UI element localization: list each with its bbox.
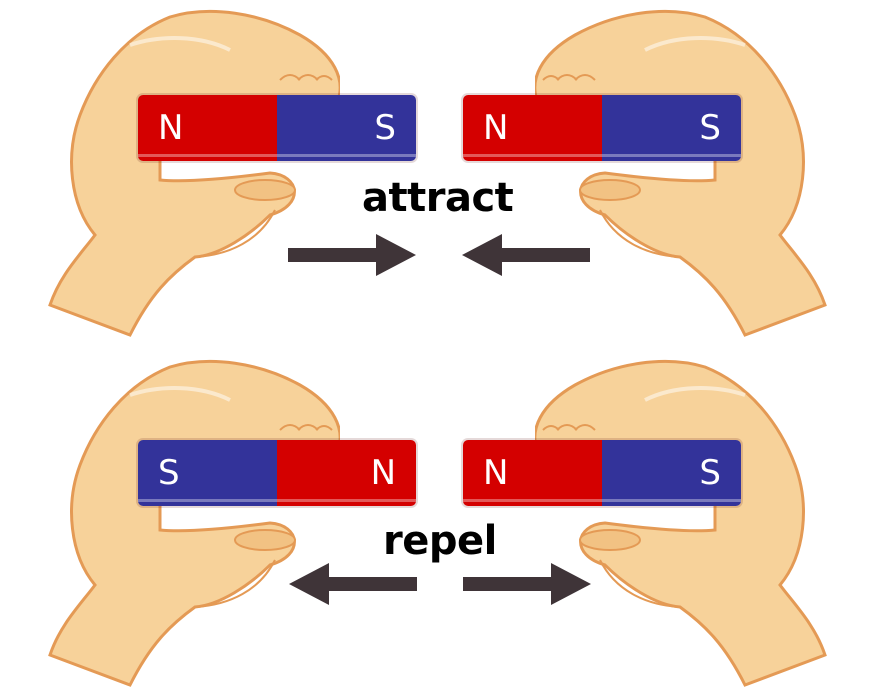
arrow-right-icon [463, 563, 591, 605]
hand-right-top-icon [535, 9, 827, 337]
pole-label: N [158, 108, 184, 148]
south-pole: S [138, 440, 277, 506]
hand-left-top-icon [48, 9, 340, 337]
pole-label: S [699, 108, 721, 148]
magnet-bottom-right: N S [463, 440, 741, 506]
arrow-left-icon [289, 563, 417, 605]
arrow-right-icon [288, 234, 416, 276]
south-pole: S [277, 95, 416, 161]
south-pole: S [602, 440, 741, 506]
repel-label: repel [383, 518, 497, 564]
arrow-left-icon [462, 234, 590, 276]
pole-label: S [158, 453, 180, 493]
north-pole: N [277, 440, 416, 506]
pole-label: N [370, 453, 396, 493]
pole-label: S [374, 108, 396, 148]
hand-right-bottom-icon [535, 359, 827, 687]
magnet-top-left: N S [138, 95, 416, 161]
attract-label: attract [362, 175, 514, 221]
magnet-bottom-left: S N [138, 440, 416, 506]
pole-label: N [483, 453, 509, 493]
pole-label: N [483, 108, 509, 148]
south-pole: S [602, 95, 741, 161]
magnet-top-right: N S [463, 95, 741, 161]
north-pole: N [463, 95, 602, 161]
pole-label: S [699, 453, 721, 493]
north-pole: N [138, 95, 277, 161]
north-pole: N [463, 440, 602, 506]
hand-left-bottom-icon [48, 359, 340, 687]
